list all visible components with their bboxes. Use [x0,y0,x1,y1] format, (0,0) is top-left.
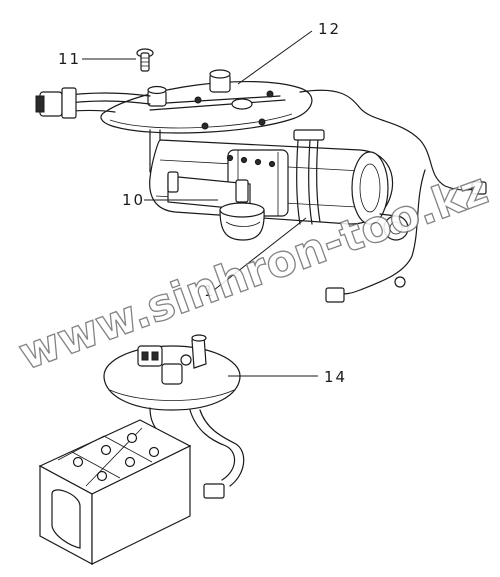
upper-pump-assembly [35,69,487,303]
leader-12 [237,30,313,85]
leader-1 [213,217,307,291]
lower-sender-assembly [38,334,245,566]
callout-14: 14 [324,368,347,386]
callout-10: 10 [122,191,145,209]
screw-part [136,48,154,72]
callout-12: 12 [318,20,341,38]
callout-1: 1 [204,282,216,300]
callout-11: 11 [58,50,81,68]
